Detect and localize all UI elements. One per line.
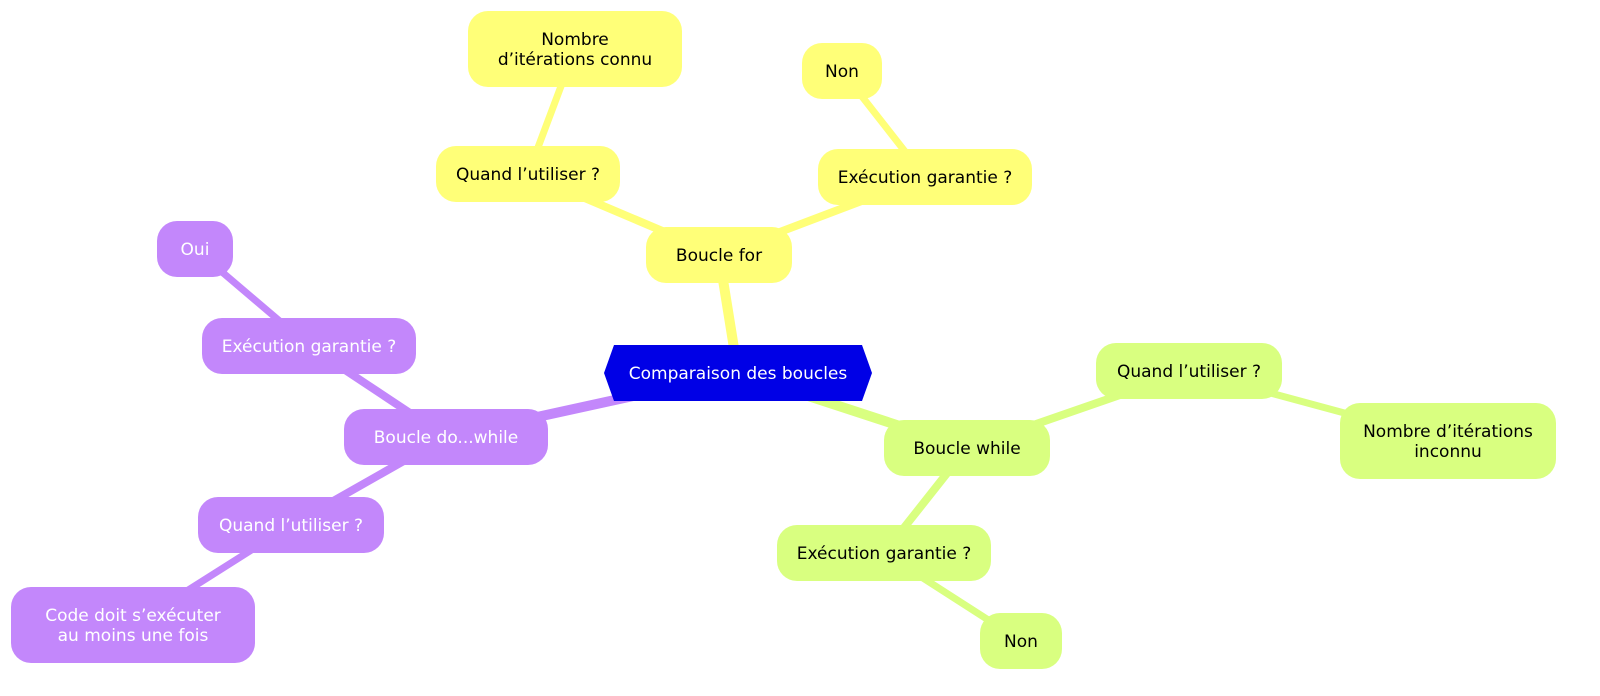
node-label: Boucle do...while <box>374 428 518 448</box>
root-node: Comparaison des boucles <box>604 345 872 401</box>
node-shape <box>157 221 233 277</box>
node-shape <box>802 43 882 99</box>
node-label: Boucle while <box>913 439 1020 459</box>
node-label: Non <box>825 62 859 82</box>
node-boucle-for-quand-l-utiliser: Quand l’utiliser ? <box>436 146 620 202</box>
node-label: Comparaison des boucles <box>629 364 848 384</box>
node-boucle-do-while: Boucle do...while <box>344 409 548 465</box>
root-node-shape <box>604 345 872 401</box>
node-boucle-do-while-quand-l-utiliser: Quand l’utiliser ? <box>198 497 384 553</box>
node-label: Quand l’utiliser ? <box>456 165 600 185</box>
node-label: Quand l’utiliser ? <box>1117 362 1261 382</box>
node-shape <box>1096 343 1282 399</box>
node-shape <box>344 409 548 465</box>
node-label: Exécution garantie ? <box>222 337 397 357</box>
node-shape <box>646 227 792 283</box>
node-boucle-for-execution-garantie: Exécution garantie ? <box>818 149 1032 205</box>
node-label: Boucle for <box>676 246 762 266</box>
node-boucle-do-while-execution-garantie-oui: Oui <box>157 221 233 277</box>
node-boucle-do-while-execution-garantie: Exécution garantie ? <box>202 318 416 374</box>
node-shape <box>198 497 384 553</box>
node-boucle-for: Boucle for <box>646 227 792 283</box>
node-label: Oui <box>181 240 210 260</box>
node-label: Quand l’utiliser ? <box>219 516 363 536</box>
node-label: Non <box>1004 632 1038 652</box>
node-boucle-for-execution-garantie-non: Non <box>802 43 882 99</box>
node-boucle-while-execution-garantie-non: Non <box>980 613 1062 669</box>
node-shape <box>202 318 416 374</box>
node-shape <box>11 587 255 663</box>
node-shape <box>436 146 620 202</box>
node-boucle-while: Boucle while <box>884 420 1050 476</box>
node-label: Exécution garantie ? <box>797 544 972 564</box>
node-shape <box>884 420 1050 476</box>
node-shape <box>777 525 991 581</box>
node-shape <box>468 11 682 87</box>
node-boucle-while-quand-l-utiliser: Quand l’utiliser ? <box>1096 343 1282 399</box>
node-boucle-while-execution-garantie: Exécution garantie ? <box>777 525 991 581</box>
node-label: Exécution garantie ? <box>838 168 1013 188</box>
node-shape <box>818 149 1032 205</box>
node-shape <box>1340 403 1556 479</box>
node-shape <box>980 613 1062 669</box>
